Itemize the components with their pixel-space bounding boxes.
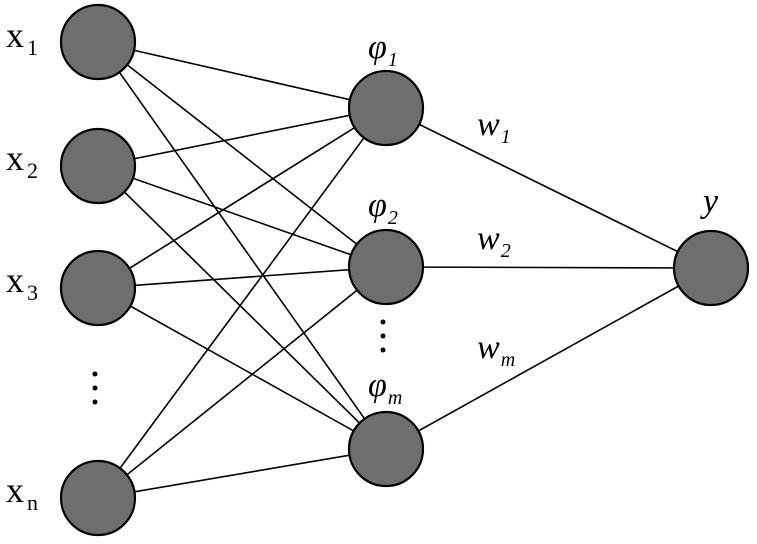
hidden-label-phim: φm (368, 367, 402, 409)
ellipsis-dot (92, 371, 98, 377)
edge-phi2-y (385, 266, 712, 269)
ellipsis-dot (380, 319, 386, 325)
hidden-node-phim (347, 410, 425, 488)
ellipsis-dot (380, 333, 386, 339)
edge-xn-phi2 (97, 266, 387, 499)
input-node-x2 (59, 127, 137, 205)
input-nodes (59, 3, 137, 537)
weight-label-w1: w1 (477, 106, 511, 148)
hidden-nodes (347, 69, 425, 488)
edge-x2-phi1 (97, 107, 387, 167)
input-node-xn (59, 459, 137, 537)
edge-phim-y (385, 267, 712, 450)
edge-x1-phi1 (97, 41, 387, 109)
edge-phi1-y (385, 107, 712, 269)
ellipsis-dot (92, 385, 98, 391)
input-node-x1 (59, 3, 137, 81)
edge-x2-phim (97, 165, 387, 450)
input-ellipsis (92, 371, 98, 405)
weight-label-w2: w2 (477, 220, 511, 262)
hidden-node-phi1 (347, 69, 425, 147)
hidden-ellipsis (380, 319, 386, 353)
edge-x1-phi2 (97, 41, 387, 268)
hidden-node-phi2 (347, 228, 425, 306)
ellipsis-dot (380, 347, 386, 353)
output-node-y (672, 229, 750, 307)
edge-xn-phi1 (97, 107, 387, 499)
edge-x3-phi2 (97, 266, 387, 289)
hidden-label-phi2: φ2 (368, 187, 398, 229)
edge-xn-phim (97, 448, 387, 499)
hidden-to-output-edges (385, 107, 712, 450)
weight-label-wm: wm (477, 329, 515, 371)
output-label-y: y (700, 183, 719, 220)
input-to-hidden-edges (97, 41, 387, 499)
edge-x1-phim (97, 41, 387, 450)
edge-x3-phim (97, 287, 387, 450)
edge-x3-phi1 (97, 107, 387, 289)
edge-x2-phi2 (97, 165, 387, 268)
ellipsis-dot (92, 399, 98, 405)
hidden-label-phi1: φ1 (368, 29, 398, 71)
input-node-x3 (59, 249, 137, 327)
